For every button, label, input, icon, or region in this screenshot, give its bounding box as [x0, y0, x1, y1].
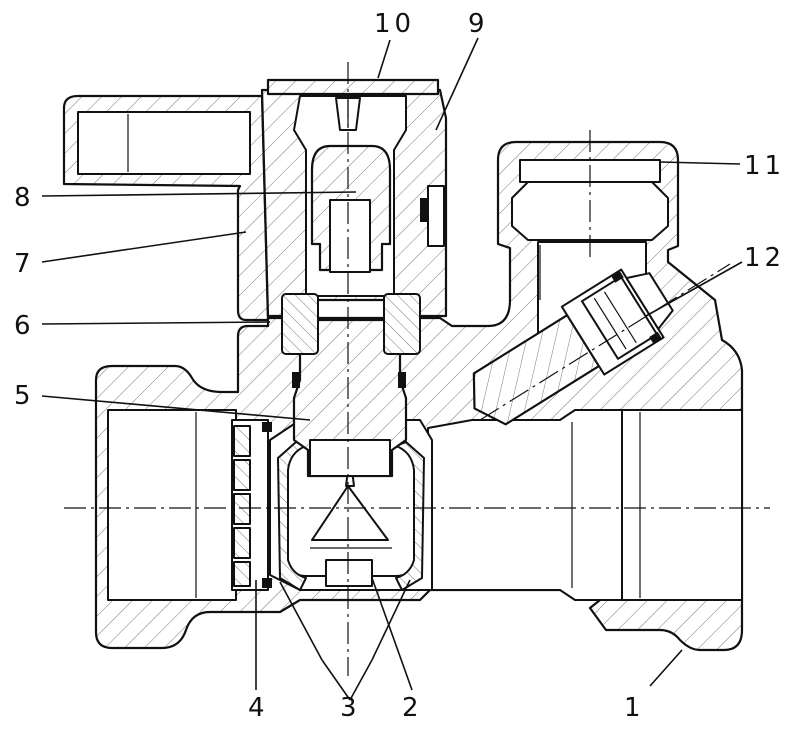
callout-2: 2: [402, 693, 423, 723]
callout-1: 1: [624, 693, 645, 723]
callout-12: 12: [744, 243, 785, 273]
test-nipple: [472, 268, 674, 426]
callout-3: 3: [340, 693, 361, 723]
callout-4: 4: [248, 693, 269, 723]
callout-11: 11: [744, 151, 785, 181]
bonnet-assembly: [62, 78, 448, 355]
callout-5: 5: [14, 381, 35, 411]
callout-labels: 1 2 3 4 5 6 7 8 9 10 11 12: [14, 9, 785, 723]
union-nut: [231, 419, 272, 591]
callout-8: 8: [14, 183, 35, 213]
callout-10: 10: [374, 9, 415, 39]
callout-9: 9: [468, 9, 489, 39]
callout-7: 7: [14, 249, 35, 279]
valve-stem: [292, 318, 408, 478]
leader-lines: [41, 37, 743, 701]
callout-6: 6: [14, 311, 35, 341]
center-lines: [64, 62, 770, 676]
